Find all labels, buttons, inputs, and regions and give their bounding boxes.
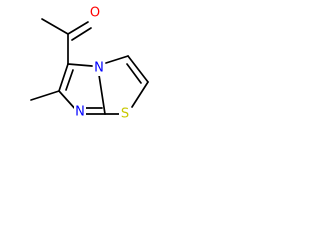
- bond-c6-to-methyl: [30, 90, 60, 101]
- oxygen-label: O: [90, 6, 100, 21]
- sulfur-atom: S: [119, 106, 131, 122]
- bond-carbonyl-to-acetyl-methyl: [41, 18, 69, 35]
- bond-layer: [30, 18, 149, 115]
- sulfur-label: S: [121, 107, 129, 122]
- imine-nitrogen-atom: N: [74, 104, 86, 120]
- bond-carbonyl-double-1: [67, 21, 89, 35]
- bond-c5-c6: [58, 63, 69, 92]
- imine-nitrogen-label: N: [75, 105, 85, 120]
- molecule-structure-diagram: O N N S: [30, 5, 149, 122]
- bond-carbonyl-double-2: [71, 27, 92, 41]
- bond-c5-c6-inner: [65, 69, 74, 91]
- bond-ring-nitrogen-to-c7a: [98, 74, 106, 115]
- bond-c5-to-ring-nitrogen: [67, 63, 93, 67]
- bond-ring-nitrogen-to-c3: [105, 55, 129, 64]
- bond-c3-c2-inner: [126, 63, 142, 84]
- atom-label-layer: O N N S: [74, 5, 131, 122]
- oxygen-atom: O: [88, 5, 102, 21]
- bond-c3-c2: [127, 55, 149, 83]
- bond-c2-to-sulfur: [131, 81, 149, 108]
- ring-nitrogen-atom: N: [93, 60, 105, 76]
- ring-nitrogen-label: N: [94, 61, 104, 76]
